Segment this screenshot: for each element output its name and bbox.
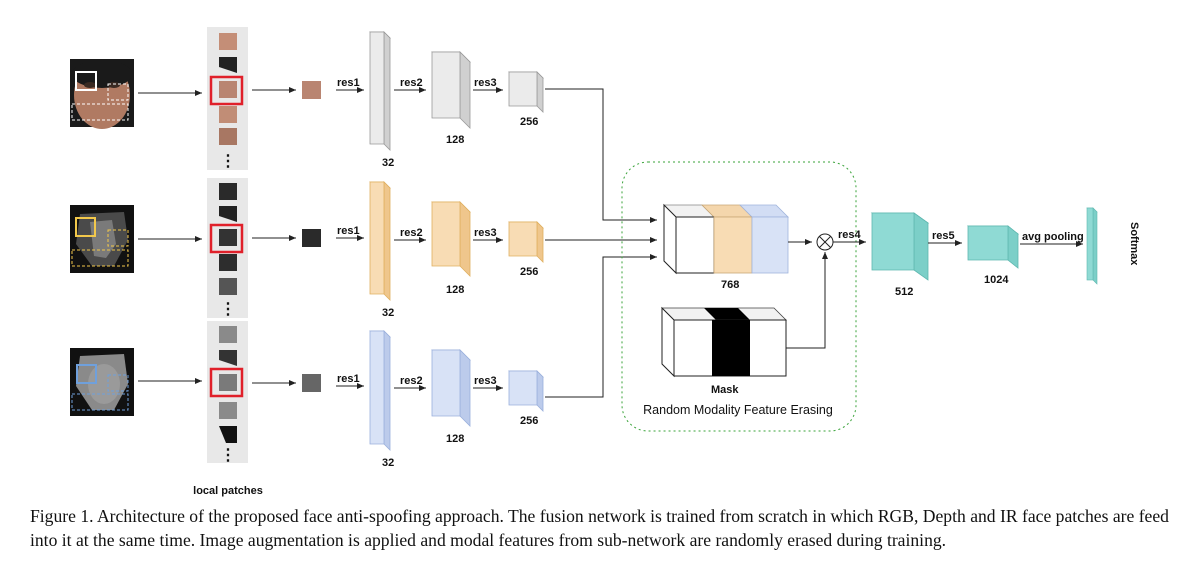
depth-block-256	[508, 221, 544, 263]
block-1024	[966, 225, 1020, 269]
ir-32-label: 32	[382, 457, 394, 469]
depth-res1-label: res1	[337, 225, 360, 237]
depth-face-image	[70, 205, 134, 273]
rgb-block-128	[431, 51, 471, 129]
depth-branch: ⋮ res1 32 res2 128 res3 256	[70, 178, 657, 319]
softmax-label: Softmax	[1128, 222, 1140, 266]
rgb-selected-patch	[302, 81, 321, 99]
depth-res2-label: res2	[400, 227, 423, 239]
ir-res2-label: res2	[400, 375, 423, 387]
rgb-256-label: 256	[520, 116, 538, 128]
rgb-32-label: 32	[382, 157, 394, 169]
ir-block-32	[369, 330, 391, 451]
block-512-label: 512	[895, 286, 913, 298]
depth-block-128	[431, 201, 471, 277]
ir-res1-label: res1	[337, 373, 360, 385]
fc-layer	[1086, 207, 1098, 285]
ir-res3-label: res3	[474, 375, 497, 387]
rgb-res3-label: res3	[474, 77, 497, 89]
rgb-res2-label: res2	[400, 77, 423, 89]
ir-patch-strip: ⋮	[207, 321, 248, 464]
depth-32-label: 32	[382, 307, 394, 319]
fusion-region	[621, 161, 857, 432]
depth-selected-patch	[302, 229, 321, 247]
concat-block-768	[663, 203, 789, 275]
depth-256-label: 256	[520, 266, 538, 278]
block-1024-label: 1024	[984, 274, 1009, 286]
rgb-patch-strip: ⋮	[207, 27, 248, 170]
mask-block	[661, 306, 787, 378]
svg-text:⋮: ⋮	[220, 153, 236, 170]
depth-block-32	[369, 181, 391, 301]
ir-block-256	[508, 370, 544, 412]
mask-label: Mask	[711, 384, 739, 396]
depth-128-label: 128	[446, 284, 464, 296]
depth-res3-label: res3	[474, 227, 497, 239]
local-patches-label: local patches	[193, 485, 263, 497]
rgb-face-image	[70, 59, 134, 129]
block-512	[870, 212, 930, 281]
ir-selected-patch	[302, 374, 321, 392]
ir-block-128	[431, 349, 471, 427]
rgb-block-256	[508, 71, 544, 113]
figure-caption: Figure 1. Architecture of the proposed f…	[30, 506, 1169, 550]
rgb-res1-label: res1	[337, 77, 360, 89]
ir-face-image	[70, 348, 134, 416]
multiply-operator-icon	[816, 233, 834, 251]
svg-text:⋮: ⋮	[220, 301, 236, 318]
rgb-128-label: 128	[446, 134, 464, 146]
rmfe-label: Random Modality Feature Erasing	[643, 403, 833, 417]
avg-pooling-label: avg pooling	[1022, 231, 1084, 243]
architecture-diagram: ⋮ res1 32 res2 128 res3 256	[70, 27, 1140, 497]
res5-label: res5	[932, 230, 955, 242]
depth-patch-strip: ⋮	[207, 178, 248, 318]
rgb-branch: ⋮ res1 32 res2 128 res3 256	[70, 27, 657, 223]
res4-label: res4	[838, 229, 862, 241]
ir-branch: ⋮ res1 32 res2 128 res3 256	[70, 254, 657, 469]
ir-256-label: 256	[520, 415, 538, 427]
ir-128-label: 128	[446, 433, 464, 445]
svg-text:⋮: ⋮	[220, 447, 236, 464]
concat-768-label: 768	[721, 279, 739, 291]
rgb-block-32	[369, 31, 391, 151]
